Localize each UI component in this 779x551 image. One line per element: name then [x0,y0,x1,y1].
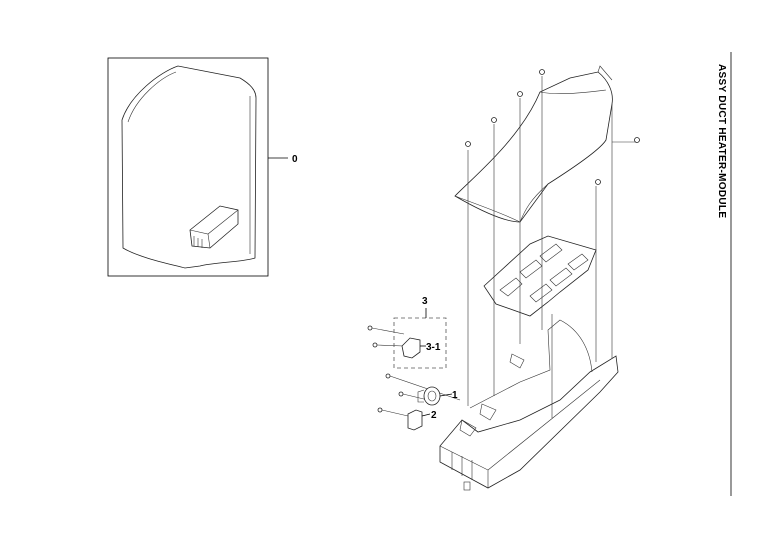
callout-2: 2 [431,410,437,421]
callout-1: 1 [452,390,458,401]
callout-3-1: 3-1 [426,342,441,353]
heater-module-block [189,205,239,249]
leader-1 [439,393,453,397]
part-3-group-box [393,317,447,369]
assembly-inset [107,57,269,277]
page-title: ASSY DUCT HEATER-MODULE [716,64,727,218]
screws [367,69,640,413]
assembled-duct-cover [121,65,257,269]
duct-bottom-housing [439,355,619,489]
leader-2 [421,413,431,417]
part-3-1-clip [401,337,421,359]
callout-0: 0 [292,154,298,165]
heater-plate [483,235,597,317]
duct-assembly [367,65,640,491]
part-1-thermostat [417,386,441,406]
part-2-bracket [407,409,423,431]
callout-3: 3 [422,296,428,307]
duct-top-cover [454,71,613,223]
